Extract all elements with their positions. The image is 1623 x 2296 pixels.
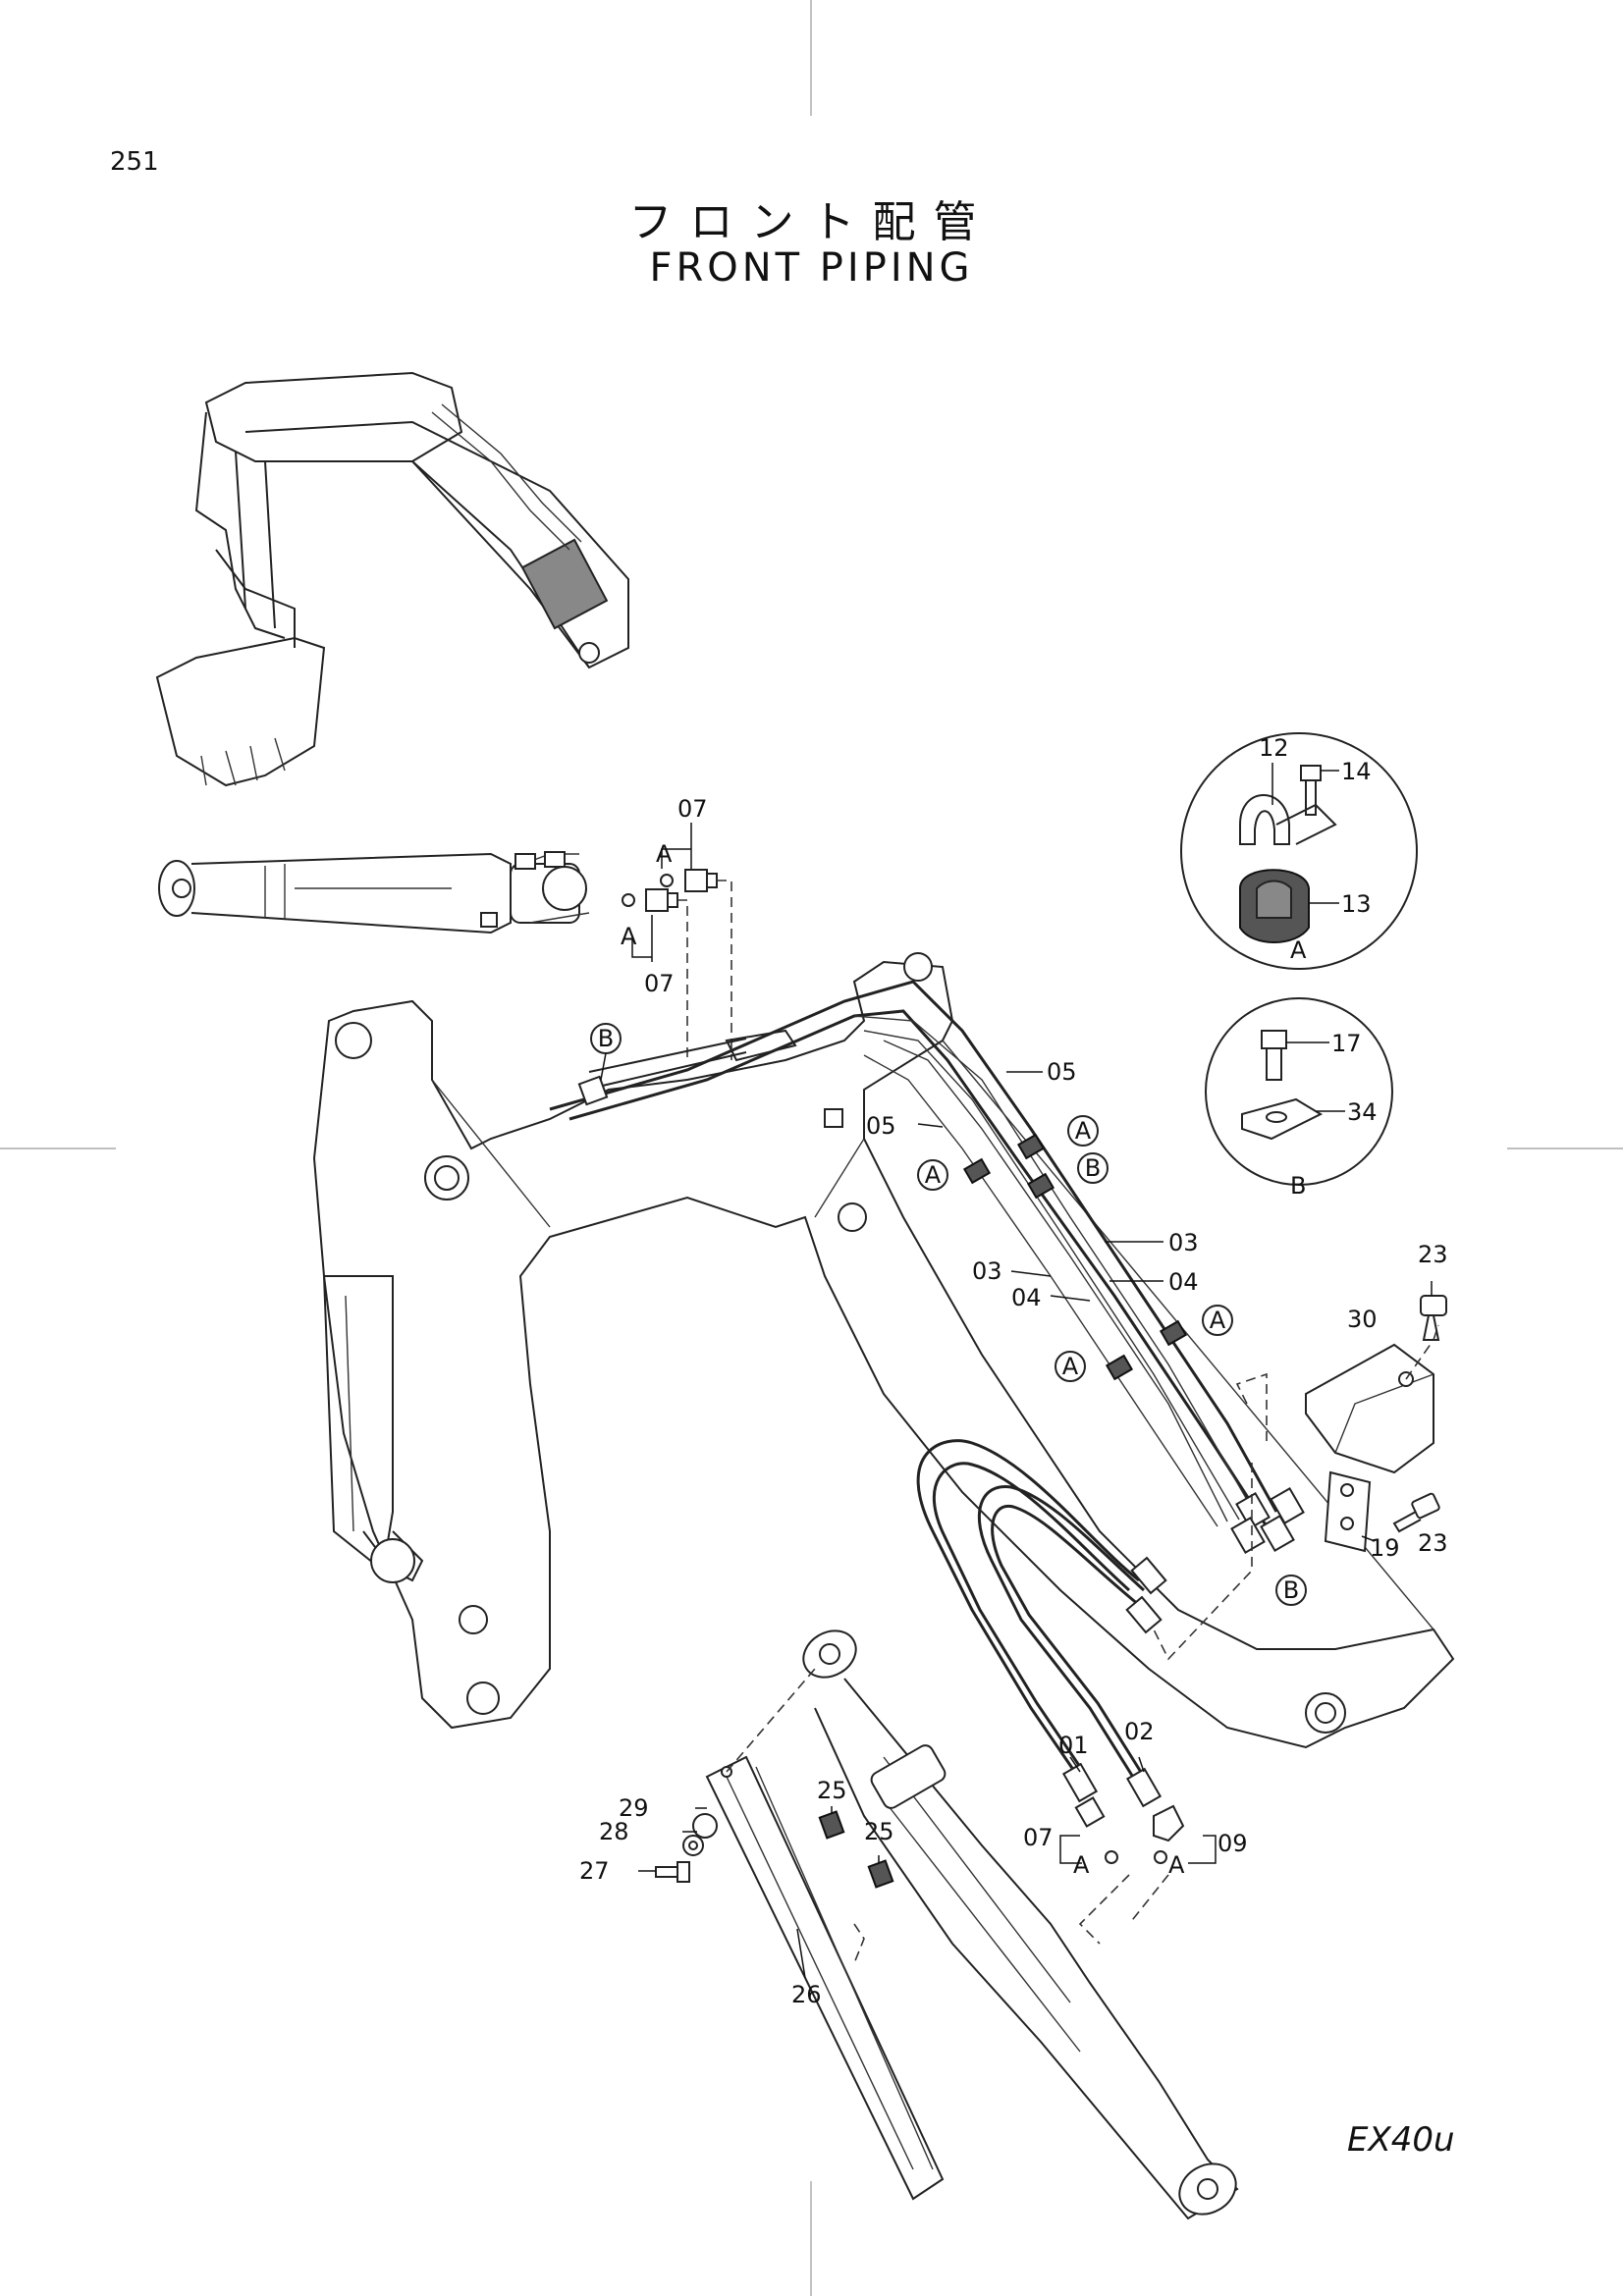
detail-a-part-12: 12: [1259, 734, 1289, 762]
callout-leaders: [638, 1071, 1433, 1979]
marker-a-3: A: [1210, 1307, 1226, 1334]
callout-05-right: 05: [1047, 1058, 1077, 1086]
title-english: FRONT PIPING: [649, 245, 974, 291]
callout-03-right: 03: [1168, 1229, 1199, 1256]
marker-a-2: A: [925, 1161, 942, 1189]
callout-07-lower: 07: [644, 970, 675, 997]
detail-a-part-14: 14: [1341, 758, 1372, 785]
callout-02: 02: [1124, 1718, 1155, 1745]
callout-25-a: 25: [817, 1777, 847, 1804]
detail-view-a: [1180, 732, 1418, 970]
detail-b-part-17: 17: [1331, 1030, 1362, 1057]
callout-09: 09: [1217, 1830, 1248, 1857]
detail-b-part-34: 34: [1347, 1098, 1378, 1126]
callout-25-b: 25: [864, 1818, 894, 1845]
callout-29: 29: [619, 1794, 649, 1822]
circle-markers: B A B A A A B: [590, 1023, 1307, 1606]
detail-b-letter: B: [1290, 1172, 1306, 1200]
detail-a-letter: A: [1290, 936, 1307, 964]
boom-hose-lines: [549, 980, 1305, 1661]
u-hoses-01-02: [916, 1439, 1217, 1945]
callout-23-lower: 23: [1418, 1529, 1448, 1557]
callout-a-lower: A: [621, 923, 637, 950]
callout-a-bottom-2: A: [1168, 1851, 1185, 1879]
title-japanese: フロント配管: [628, 197, 995, 247]
callout-27: 27: [579, 1857, 610, 1885]
marker-b-1: B: [598, 1025, 614, 1052]
model-number: EX40u: [1347, 2120, 1455, 2160]
arm-cylinder-illustration: [655, 1629, 1239, 2220]
callout-04-right: 04: [1168, 1268, 1199, 1296]
callout-23-upper: 23: [1418, 1241, 1448, 1268]
front-overview-illustration: [155, 371, 629, 787]
boom-cylinder-illustration: [158, 851, 590, 934]
bracket-30-illustration: [1305, 1295, 1447, 1553]
callout-07-upper: 07: [677, 795, 708, 823]
callout-a-upper: A: [656, 840, 673, 868]
marker-b-3: B: [1283, 1576, 1299, 1604]
part-callouts: 07 A A 07 05 05 03 03 04 04 23 30 23 19 …: [579, 795, 1448, 2008]
callout-04-left: 04: [1011, 1284, 1042, 1311]
callout-a-bottom-1: A: [1073, 1851, 1090, 1879]
callout-28: 28: [599, 1818, 629, 1845]
callout-26: 26: [791, 1981, 822, 2008]
fitting-07-upper-group: [622, 823, 732, 1060]
callout-03-left: 03: [972, 1257, 1002, 1285]
marker-b-2: B: [1085, 1154, 1101, 1182]
callout-05-left: 05: [866, 1112, 896, 1140]
marker-a-4: A: [1062, 1353, 1079, 1380]
page-number: 251: [110, 147, 159, 177]
callout-30: 30: [1347, 1306, 1378, 1333]
detail-view-b: [1205, 997, 1393, 1186]
callout-07-bottom: 07: [1023, 1824, 1054, 1851]
callout-19: 19: [1370, 1534, 1400, 1562]
marker-a-1: A: [1075, 1117, 1092, 1145]
detail-a-part-13: 13: [1341, 890, 1372, 918]
callout-01: 01: [1058, 1732, 1089, 1759]
